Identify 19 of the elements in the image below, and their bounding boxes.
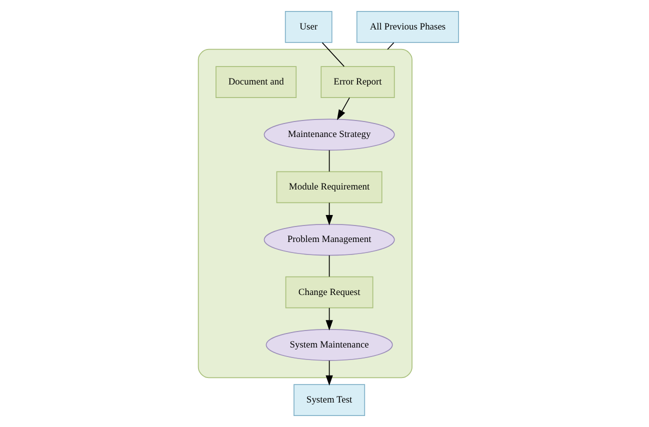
node-box: All Previous Phases bbox=[356, 11, 458, 43]
arrow bbox=[325, 307, 332, 330]
connector bbox=[321, 42, 344, 67]
connector bbox=[328, 150, 330, 172]
connector bbox=[386, 42, 394, 50]
node-ellipse: System Maintenance bbox=[265, 328, 392, 361]
arrow bbox=[325, 360, 332, 386]
cluster bbox=[197, 48, 412, 378]
node-box: Module Requirement bbox=[276, 171, 382, 204]
arrow bbox=[336, 97, 350, 120]
node-box: Change Request bbox=[284, 276, 373, 308]
node-ellipse: Problem Management bbox=[263, 224, 394, 256]
connector bbox=[328, 254, 330, 278]
arrow bbox=[325, 202, 332, 226]
node-box: Error Report bbox=[320, 66, 394, 98]
node-ellipse: Maintenance Strategy bbox=[263, 118, 394, 151]
node-box: Document and bbox=[215, 66, 296, 98]
node-box: User bbox=[284, 11, 332, 43]
node-box: System Test bbox=[293, 384, 365, 416]
